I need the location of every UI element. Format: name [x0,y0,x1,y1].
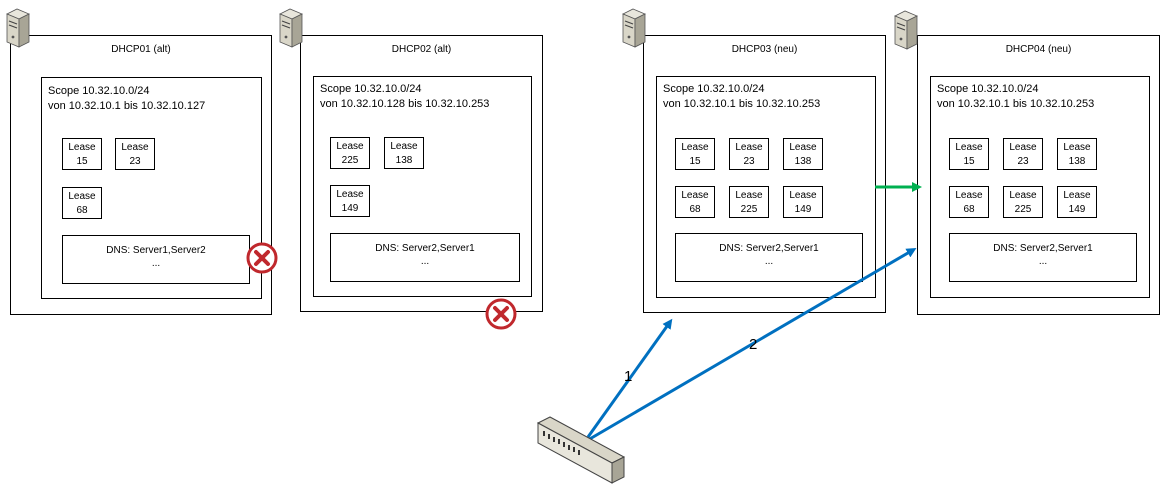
lease-number: 138 [395,155,413,166]
server-tower-icon [622,8,646,48]
scope-box: Scope 10.32.10.0/24 von 10.32.10.1 bis 1… [656,76,876,298]
lease-label: Lease [789,190,817,201]
lease-label: Lease [1009,190,1037,201]
lease-number: 15 [76,156,88,167]
lease-label: Lease [336,141,364,152]
lease-box: Lease 68 [62,187,102,219]
arrow-label-2: 2 [749,336,758,353]
scope-title: Scope 10.32.10.0/24 [937,83,1039,95]
scope-title: Scope 10.32.10.0/24 [663,83,765,95]
lease-number: 23 [1017,156,1029,167]
lease-box: Lease 149 [1057,186,1097,218]
lease-label: Lease [1063,190,1091,201]
server-tower-icon [279,8,303,48]
lease-label: Lease [390,141,418,152]
scope-range: von 10.32.10.1 bis 10.32.10.253 [663,98,821,110]
dns-box: DNS: Server2,Server1 ... [949,233,1137,282]
lease-box: Lease 138 [1057,138,1097,170]
x-circle-icon [246,242,278,274]
server-tower-icon [6,8,30,48]
lease-box: Lease 138 [783,138,823,170]
lease-box: Lease 23 [729,138,769,170]
lease-number: 23 [129,156,141,167]
scope-range: von 10.32.10.1 bis 10.32.10.253 [937,98,1095,110]
dns-servers: DNS: Server2,Server1 [375,243,475,254]
lease-label: Lease [955,142,983,153]
request-arrow-2 [587,247,917,442]
lease-number: 68 [963,204,975,215]
scope-range: von 10.32.10.1 bis 10.32.10.127 [48,100,206,112]
dns-servers: DNS: Server1,Server2 [106,245,206,256]
scope-box: Scope 10.32.10.0/24 von 10.32.10.1 bis 1… [41,77,262,299]
lease-number: 23 [743,156,755,167]
lease-box: Lease 225 [1003,186,1043,218]
network-switch-icon [536,416,626,484]
lease-label: Lease [789,142,817,153]
lease-label: Lease [336,189,364,200]
scope-title: Scope 10.32.10.0/24 [320,83,422,95]
server-dhcp04: DHCP04 (neu) Scope 10.32.10.0/24 von 10.… [917,35,1160,315]
lease-box: Lease 225 [729,186,769,218]
scope-title: Scope 10.32.10.0/24 [48,85,150,97]
request-arrow-1 [586,318,673,438]
lease-number: 225 [341,155,359,166]
lease-box: Lease 23 [1003,138,1043,170]
lease-box: Lease 23 [115,138,155,170]
lease-number: 149 [341,203,359,214]
lease-number: 68 [76,205,88,216]
lease-label: Lease [955,190,983,201]
dns-more: ... [151,258,161,269]
server-name: DHCP02 (alt) [391,44,452,55]
server-name: DHCP03 (neu) [731,44,798,55]
lease-box: Lease 138 [384,137,424,169]
lease-number: 149 [794,204,812,215]
lease-number: 225 [740,204,758,215]
server-dhcp02: DHCP02 (alt) Scope 10.32.10.0/24 von 10.… [300,35,543,312]
lease-number: 68 [689,204,701,215]
server-tower-icon [894,10,918,50]
dns-more: ... [1038,256,1048,267]
lease-label: Lease [1009,142,1037,153]
lease-number: 15 [689,156,701,167]
lease-label: Lease [1063,142,1091,153]
lease-box: Lease 15 [949,138,989,170]
lease-box: Lease 15 [675,138,715,170]
lease-box: Lease 149 [783,186,823,218]
lease-label: Lease [68,142,96,153]
server-dhcp01: DHCP01 (alt) Scope 10.32.10.0/24 von 10.… [10,35,272,315]
lease-number: 138 [794,156,812,167]
lease-number: 225 [1014,204,1032,215]
lease-label: Lease [681,142,709,153]
lease-number: 149 [1068,204,1086,215]
lease-box: Lease 68 [675,186,715,218]
dns-servers: DNS: Server2,Server1 [993,243,1093,254]
lease-number: 138 [1068,156,1086,167]
dns-box: DNS: Server1,Server2 ... [62,235,250,284]
lease-number: 15 [963,156,975,167]
dns-more: ... [420,256,430,267]
dns-servers: DNS: Server2,Server1 [719,243,819,254]
scope-box: Scope 10.32.10.0/24 von 10.32.10.128 bis… [313,76,532,297]
x-circle-icon [485,298,517,330]
dns-box: DNS: Server2,Server1 ... [675,233,863,282]
lease-label: Lease [121,142,149,153]
lease-box: Lease 68 [949,186,989,218]
scope-box: Scope 10.32.10.0/24 von 10.32.10.1 bis 1… [930,76,1150,298]
lease-label: Lease [68,191,96,202]
server-dhcp03: DHCP03 (neu) Scope 10.32.10.0/24 von 10.… [643,35,886,313]
dns-box: DNS: Server2,Server1 ... [330,233,520,282]
lease-box: Lease 15 [62,138,102,170]
lease-label: Lease [681,190,709,201]
lease-label: Lease [735,190,763,201]
lease-box: Lease 225 [330,137,370,169]
arrow-label-1: 1 [624,368,633,385]
lease-label: Lease [735,142,763,153]
server-name: DHCP01 (alt) [111,44,171,55]
dns-more: ... [764,256,774,267]
server-name: DHCP04 (neu) [1005,44,1072,55]
scope-range: von 10.32.10.128 bis 10.32.10.253 [320,98,490,110]
lease-box: Lease 149 [330,185,370,217]
